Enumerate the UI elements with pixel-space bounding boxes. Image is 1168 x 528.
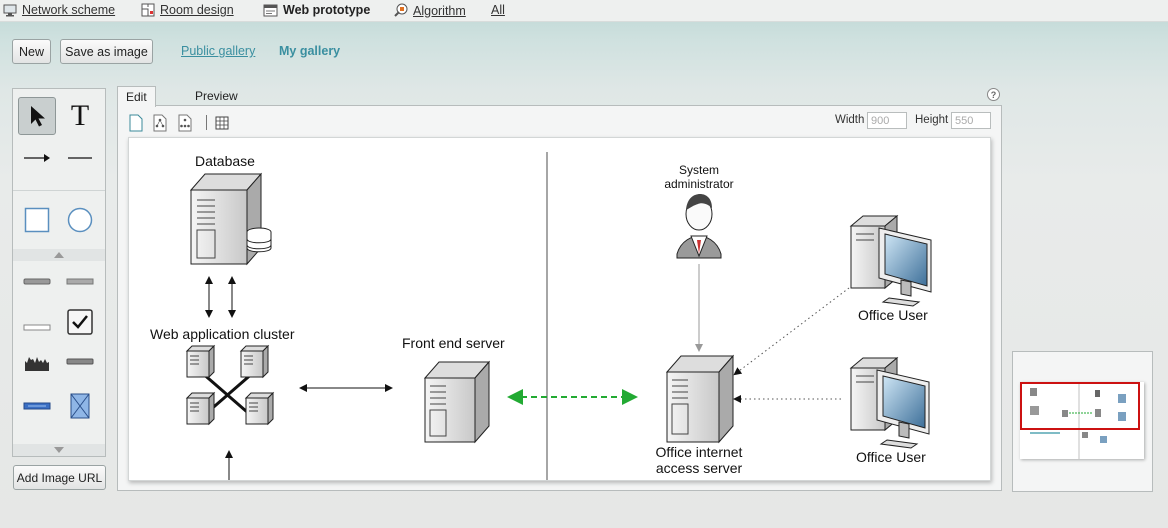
nav-algorithm[interactable]: Algorithm [393, 3, 466, 18]
access-server-label-line2: access server [655, 460, 743, 476]
administrator-icon [676, 194, 722, 259]
diagram-drawing [185, 152, 932, 480]
minimap-page [1020, 382, 1144, 459]
tab-edit[interactable]: Edit [117, 86, 156, 107]
minimap-thumbnail [1030, 384, 1126, 459]
cluster-label: Web application cluster [150, 326, 295, 342]
slider-widget-icon [23, 402, 51, 410]
height-label: Height [915, 114, 949, 126]
button-widget[interactable] [18, 263, 56, 301]
nav-web-prototype[interactable]: Web prototype [263, 3, 370, 17]
flowchart-icon [394, 3, 408, 17]
floorplan-icon [141, 3, 155, 17]
nav-label: Network scheme [22, 3, 116, 17]
database-server-icon [189, 172, 272, 266]
add-image-url-button[interactable]: Add Image URL [13, 465, 106, 490]
rectangle-tool[interactable] [18, 201, 56, 239]
nav-label: Web prototype [283, 3, 371, 17]
pointer-tool[interactable] [18, 97, 56, 135]
checkbox-icon [67, 309, 93, 335]
office-user-label-1: Office User [858, 307, 928, 323]
window-icon [263, 4, 278, 16]
monitor-icon [3, 4, 17, 16]
circle-icon [67, 207, 93, 233]
shape-palette: T [12, 88, 106, 457]
slider-widget[interactable] [18, 387, 56, 425]
office-workstation-icon-1 [849, 214, 932, 307]
dropdown-widget[interactable] [61, 343, 99, 381]
arrow-line-tool[interactable] [18, 139, 56, 177]
nav-label: Algorithm [413, 3, 466, 18]
image-placeholder-icon [70, 393, 90, 419]
top-navigation-bar: Network scheme Room design Web prototype… [0, 0, 1168, 22]
circle-tool[interactable] [61, 201, 99, 239]
triangle-down-icon [54, 447, 64, 453]
web-cluster-icon [185, 344, 275, 426]
pointer-icon [31, 106, 45, 127]
width-input[interactable] [867, 112, 907, 129]
office-user-label-2: Office User [856, 449, 926, 465]
access-server-icon [665, 354, 735, 444]
nav-network-scheme[interactable]: Network scheme [3, 3, 115, 17]
arrow-line-icon [24, 154, 50, 162]
nav-label: All [491, 3, 505, 17]
front-end-label: Front end server [402, 335, 505, 351]
nav-label: Room design [160, 3, 234, 17]
height-input[interactable] [951, 112, 991, 129]
button-widget-icon [23, 278, 51, 285]
palette-scroll-up[interactable] [13, 249, 105, 261]
line-tool[interactable] [61, 139, 99, 177]
minimap[interactable] [1012, 351, 1153, 492]
textbox-widget[interactable] [61, 263, 99, 301]
rectangle-icon [24, 207, 50, 233]
nav-all[interactable]: All [491, 3, 505, 17]
palette-divider [13, 190, 105, 191]
triangle-up-icon [54, 252, 64, 258]
tree-layout-icon [153, 114, 167, 132]
layout-hierarchy-button[interactable] [176, 113, 194, 133]
save-as-image-button[interactable]: Save as image [60, 39, 153, 64]
nav-room-design[interactable]: Room design [141, 3, 234, 17]
diagram-canvas[interactable]: Database Web application cluster Front e… [128, 137, 991, 481]
database-label: Database [195, 153, 255, 169]
layout-tree-button[interactable] [151, 113, 169, 133]
input-widget[interactable] [18, 309, 56, 347]
new-button[interactable]: New [12, 39, 51, 64]
editor-panel: Width Height [117, 105, 1002, 491]
access-server-label-line1: Office internet [655, 444, 743, 460]
administrator-label-line1: System [678, 163, 719, 177]
administrator-label-line2: administrator [664, 177, 734, 191]
page-icon [129, 114, 143, 132]
chart-widget-icon [25, 357, 49, 371]
administrator-label: System administrator [649, 163, 749, 191]
grid-icon [215, 116, 229, 130]
toolbar-divider [206, 115, 207, 130]
tab-preview[interactable]: Preview [195, 89, 238, 103]
new-page-button[interactable] [127, 113, 145, 133]
line-icon [68, 157, 92, 159]
input-widget-icon [23, 324, 51, 331]
office-workstation-icon-2 [849, 356, 930, 449]
image-placeholder-widget[interactable] [61, 387, 99, 425]
public-gallery-link[interactable]: Public gallery [181, 44, 256, 58]
my-gallery-link[interactable]: My gallery [279, 44, 341, 58]
checkbox-widget[interactable] [61, 303, 99, 341]
width-label: Width [835, 114, 865, 126]
front-end-server-icon [423, 360, 491, 444]
dropdown-widget-icon [66, 358, 94, 365]
chart-widget[interactable] [18, 343, 56, 381]
palette-scroll-down[interactable] [13, 444, 105, 456]
text-tool[interactable]: T [70, 99, 90, 132]
hierarchy-layout-icon [178, 114, 192, 132]
minimap-viewport-frame[interactable] [1020, 382, 1140, 430]
textbox-widget-icon [66, 278, 94, 285]
help-icon[interactable]: ? [987, 88, 1000, 101]
grid-toggle-button[interactable] [213, 113, 231, 133]
access-server-label: Office internet access server [639, 444, 759, 476]
